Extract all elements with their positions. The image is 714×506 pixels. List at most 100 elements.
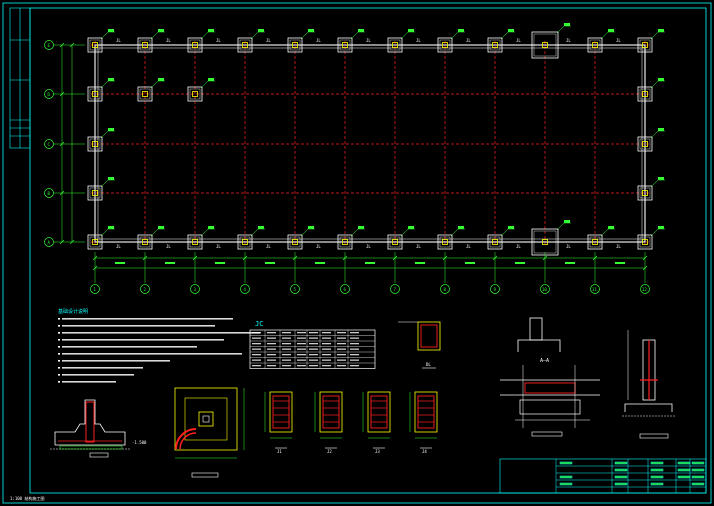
footing-tag-mark — [358, 29, 364, 32]
table-cell-text — [297, 348, 306, 350]
table-cell-text — [282, 337, 291, 339]
note-bullet — [58, 325, 60, 327]
table-cell-text — [309, 343, 318, 345]
beam-tag: JL — [216, 244, 221, 249]
table-cell-text — [282, 354, 291, 356]
column-stub — [242, 239, 248, 245]
footing-below — [519, 399, 581, 415]
table-cell-text — [297, 359, 306, 361]
footing-outline — [531, 31, 559, 59]
footing — [287, 226, 315, 250]
table-cell-text — [252, 365, 261, 367]
table-cell-text — [337, 354, 346, 356]
dimension-tick — [59, 42, 65, 48]
footing-step — [89, 138, 101, 150]
footing-outline — [437, 37, 453, 53]
detail-title-box — [639, 433, 669, 439]
dimension-text-mark — [315, 262, 325, 264]
footing-step — [533, 33, 557, 57]
dimension-tick — [69, 42, 75, 48]
titleblock-text-mark — [559, 482, 573, 486]
titleblock-text-mark — [614, 461, 628, 465]
footing-step — [89, 187, 101, 199]
column-outline — [198, 411, 214, 427]
footing-step — [589, 236, 601, 248]
footing — [437, 226, 465, 250]
axis-bubble — [640, 284, 650, 294]
footing-leader — [650, 179, 659, 188]
footing-tag-mark — [258, 226, 264, 229]
dimension-text-mark — [515, 262, 525, 264]
note-text-line — [62, 360, 170, 362]
column-stub — [92, 190, 98, 196]
footing-outline — [517, 339, 561, 352]
footing-tag-mark — [458, 29, 464, 32]
dl-beam-detail: DL — [398, 321, 441, 369]
dimension-tick — [442, 255, 448, 261]
footing-step — [89, 88, 101, 100]
stirrup — [272, 395, 290, 429]
perimeter-beam — [94, 44, 646, 243]
footing-tag-mark — [658, 29, 664, 32]
footing-leader — [150, 80, 159, 89]
footing-step — [639, 88, 651, 100]
footing — [487, 29, 515, 53]
axis-bubble — [44, 139, 54, 149]
footing-outline — [337, 234, 353, 250]
footing-leader — [600, 228, 609, 237]
footing-step — [589, 39, 601, 51]
section-outline — [54, 399, 126, 446]
footing — [187, 29, 215, 53]
table-cell-text — [322, 365, 331, 367]
column-stub — [142, 239, 148, 245]
column-section-detail: J4 — [409, 391, 438, 454]
column-stub — [92, 141, 98, 147]
footing-leader — [250, 31, 259, 40]
axis-bubble — [190, 284, 200, 294]
footing-step — [639, 39, 651, 51]
footing-leader — [650, 228, 659, 237]
foundation-plan: JLJLJLJLJLJLJLJLJLJLJLJLJLJLJLJLJLJLJLJL… — [44, 23, 665, 294]
footing-tag-mark — [658, 128, 664, 131]
column-stub — [542, 42, 548, 48]
footing-leader — [650, 130, 659, 139]
note-bullet — [58, 381, 60, 383]
footing-outline — [637, 234, 653, 250]
table-cell-text — [350, 337, 359, 339]
dimension-tick — [59, 141, 65, 147]
footing-step — [439, 236, 451, 248]
footing-tag-mark — [658, 177, 664, 180]
footing — [487, 226, 515, 250]
rebar — [524, 382, 576, 394]
titleblock-text-mark — [559, 461, 573, 465]
column-section-detail: J2 — [314, 391, 343, 454]
titleblock-text-mark — [650, 461, 664, 465]
beam-tag: JL — [616, 244, 621, 249]
table-cell-text — [267, 354, 276, 356]
table-cell-text — [350, 332, 359, 334]
footing-leader — [100, 31, 109, 40]
stirrup — [417, 395, 435, 429]
table-cell-text — [337, 337, 346, 339]
footing-step — [439, 39, 451, 51]
table-cell-text — [267, 348, 276, 350]
beam-tag: JL — [416, 38, 421, 43]
footing-step — [239, 39, 251, 51]
table-cell-text — [337, 365, 346, 367]
table-cell-text — [350, 348, 359, 350]
footing-tag-mark — [108, 128, 114, 131]
footing — [587, 29, 615, 53]
note-text-line — [62, 339, 224, 341]
detail-title-box — [531, 431, 563, 437]
footing-leader — [350, 228, 359, 237]
axis-bubble-label: 10 — [542, 287, 547, 292]
axis-bubble — [44, 89, 54, 99]
axis-bubble-label: 8 — [444, 287, 447, 292]
column-stub — [592, 42, 598, 48]
footing-tag-mark — [608, 226, 614, 229]
footing-tag-mark — [108, 177, 114, 180]
titleblock-text-mark — [691, 482, 705, 486]
footing-tag-mark — [308, 29, 314, 32]
footing-leader — [450, 31, 459, 40]
